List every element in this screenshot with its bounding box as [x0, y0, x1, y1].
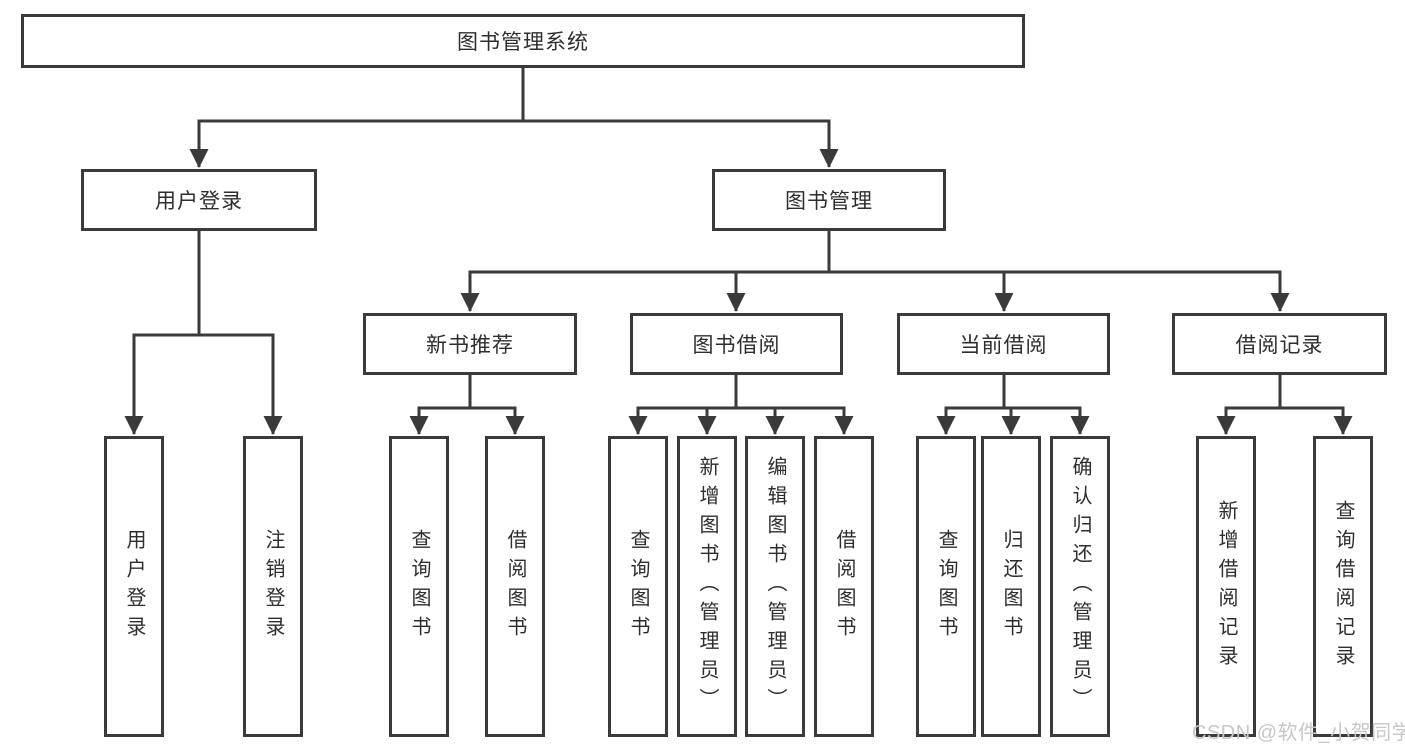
node-leaf-newbook-borrow: 借阅图书 — [485, 436, 545, 737]
node-leaf-record-query: 查询借阅记录 — [1313, 436, 1373, 737]
leaf-label: 查询借阅记录 — [1332, 499, 1354, 674]
node-leaf-logout: 注销登录 — [243, 436, 303, 737]
node-leaf-borrow-borrow: 借阅图书 — [814, 436, 874, 737]
node-book-management-label: 图书管理 — [785, 190, 873, 213]
leaf-label: 编辑图书（管理员） — [764, 456, 786, 717]
node-leaf-current-return: 归还图书 — [981, 436, 1041, 737]
node-leaf-newbook-query: 查询图书 — [389, 436, 449, 737]
node-borrow-record: 借阅记录 — [1172, 313, 1387, 375]
node-leaf-borrow-add-admin: 新增图书（管理员） — [677, 436, 737, 737]
leaf-label: 借阅图书 — [833, 528, 855, 645]
node-leaf-user-login: 用户登录 — [104, 436, 164, 737]
node-user-login: 用户登录 — [81, 169, 317, 231]
node-leaf-current-confirm-admin: 确认归还（管理员） — [1050, 436, 1110, 737]
node-new-book-recommend-label: 新书推荐 — [426, 334, 514, 357]
leaf-label: 借阅图书 — [504, 528, 526, 645]
leaf-label: 新增图书（管理员） — [696, 456, 718, 717]
node-leaf-borrow-query: 查询图书 — [608, 436, 668, 737]
node-book-management: 图书管理 — [712, 169, 946, 231]
node-current-borrow: 当前借阅 — [897, 313, 1110, 375]
leaf-label: 确认归还（管理员） — [1069, 456, 1091, 717]
leaf-label: 查询图书 — [408, 528, 430, 645]
node-root: 图书管理系统 — [21, 14, 1025, 68]
node-borrow-record-label: 借阅记录 — [1235, 334, 1324, 357]
node-leaf-record-add: 新增借阅记录 — [1196, 436, 1256, 737]
node-root-label: 图书管理系统 — [457, 31, 589, 54]
node-book-borrow: 图书借阅 — [630, 313, 843, 375]
node-leaf-borrow-edit-admin: 编辑图书（管理员） — [745, 436, 805, 737]
node-user-login-label: 用户登录 — [155, 190, 243, 213]
leaf-label: 注销登录 — [262, 528, 284, 645]
csdn-watermark: CSDN @软件_小贺同学 — [1192, 722, 1405, 744]
leaf-label: 查询图书 — [935, 528, 957, 645]
node-current-borrow-label: 当前借阅 — [959, 334, 1048, 357]
node-book-borrow-label: 图书借阅 — [692, 334, 781, 357]
leaf-label: 用户登录 — [123, 528, 145, 645]
leaf-label: 归还图书 — [1000, 528, 1022, 645]
node-leaf-current-query: 查询图书 — [916, 436, 976, 737]
leaf-label: 新增借阅记录 — [1215, 499, 1237, 674]
leaf-label: 查询图书 — [627, 528, 649, 645]
node-new-book-recommend: 新书推荐 — [363, 313, 577, 375]
